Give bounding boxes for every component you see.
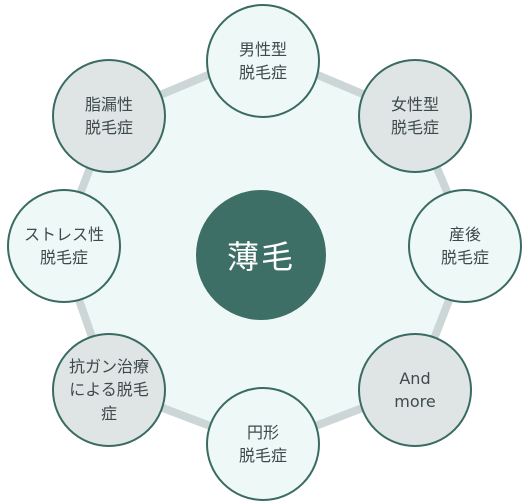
node-label: 抗ガン治療 による脱毛 症 xyxy=(68,357,149,423)
node-male-pattern: 男性型 脱毛症 xyxy=(206,4,320,118)
node-label: 女性型 脱毛症 xyxy=(390,94,439,137)
node-label: ストレス性 脱毛症 xyxy=(23,224,104,267)
node-seborrheic: 脂漏性 脱毛症 xyxy=(52,59,166,173)
node-label: 脂漏性 脱毛症 xyxy=(84,94,133,137)
center-node-thinning-hair: 薄毛 xyxy=(196,190,326,320)
node-postpartum: 産後 脱毛症 xyxy=(408,189,522,303)
node-label: 産後 脱毛症 xyxy=(440,224,489,267)
node-label: 男性型 脱毛症 xyxy=(238,39,287,82)
node-female-pattern: 女性型 脱毛症 xyxy=(358,59,472,173)
node-label: And more xyxy=(394,368,436,411)
node-and-more: And more xyxy=(358,333,472,447)
node-alopecia-areata: 円形 脱毛症 xyxy=(206,387,320,501)
node-label: 円形 脱毛症 xyxy=(238,422,287,465)
center-label: 薄毛 xyxy=(226,238,295,276)
node-stress: ストレス性 脱毛症 xyxy=(7,189,121,303)
node-chemotherapy: 抗ガン治療 による脱毛 症 xyxy=(52,333,166,447)
